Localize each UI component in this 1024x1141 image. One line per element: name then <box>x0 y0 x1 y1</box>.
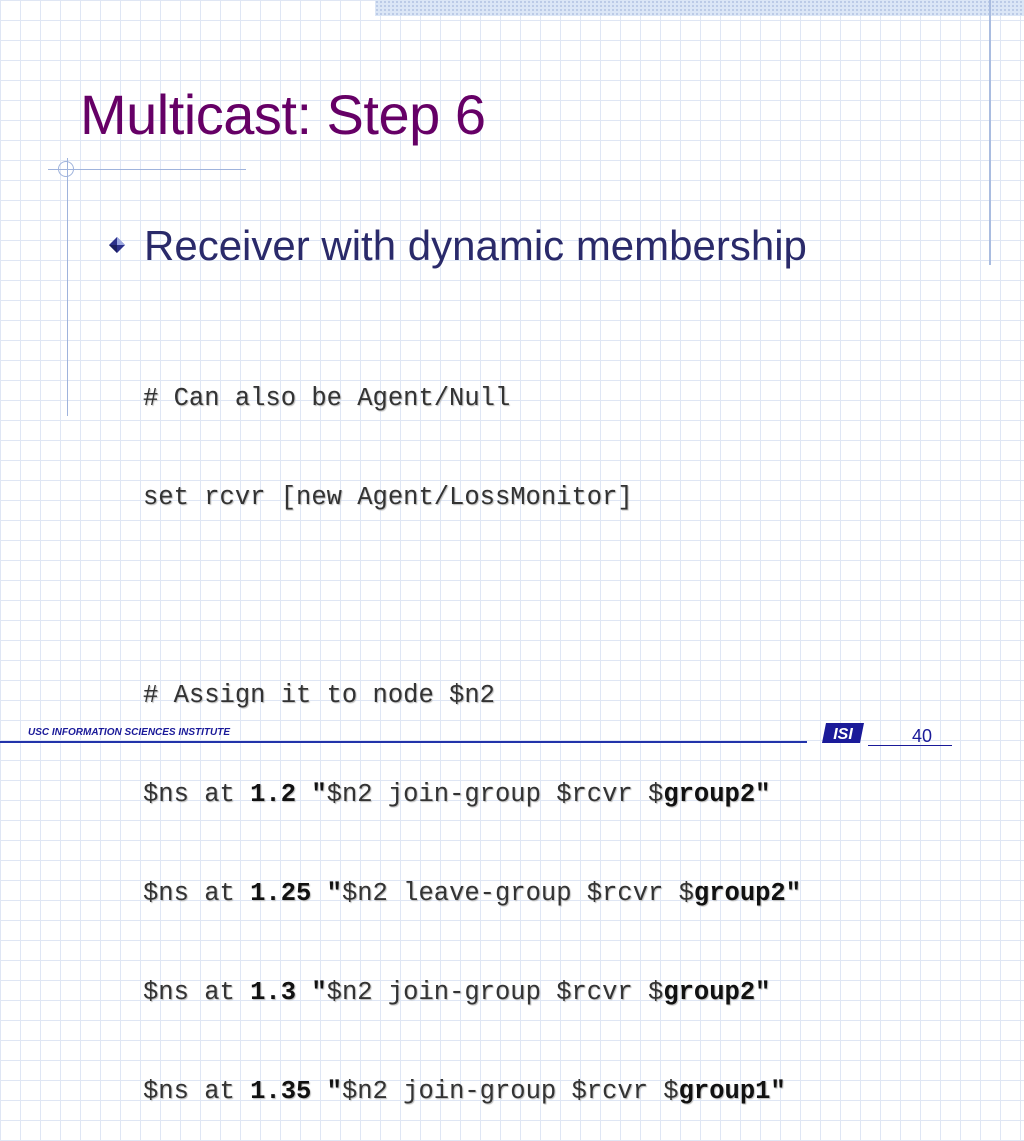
code-comment: # Can also be Agent/Null <box>143 384 511 413</box>
page-number-underline <box>868 745 952 746</box>
code-comment: # Assign it to node $n2 <box>143 681 495 710</box>
code-event-line: $ns at 1.25 "$n2 leave-group $rcvr $grou… <box>143 879 802 908</box>
slide-title: Multicast: Step 6 <box>80 83 486 146</box>
code-event-line: $ns at 1.35 "$n2 join-group $rcvr $group… <box>143 1077 786 1106</box>
code-line: set rcvr [new Agent/LossMonitor] <box>143 483 633 512</box>
footer-line <box>0 741 807 743</box>
top-decor-band <box>375 0 1024 16</box>
diamond-bullet-icon <box>109 237 125 253</box>
code-event-line: $ns at 1.3 "$n2 join-group $rcvr $group2… <box>143 978 771 1007</box>
title-underline <box>48 169 246 170</box>
left-decor-line <box>67 158 68 416</box>
corner-circle-decor <box>58 161 74 177</box>
code-block: # Can also be Agent/Null set rcvr [new A… <box>143 320 801 1141</box>
isi-logo-icon: ISI <box>822 723 864 743</box>
right-decor-line <box>989 0 991 265</box>
code-event-line: $ns at 1.2 "$n2 join-group $rcvr $group2… <box>143 780 771 809</box>
bullet-text: Receiver with dynamic membership <box>144 222 807 269</box>
page-number: 40 <box>912 726 933 746</box>
svg-text:ISI: ISI <box>833 726 853 743</box>
footer-institute: USC INFORMATION SCIENCES INSTITUTE <box>28 727 231 738</box>
